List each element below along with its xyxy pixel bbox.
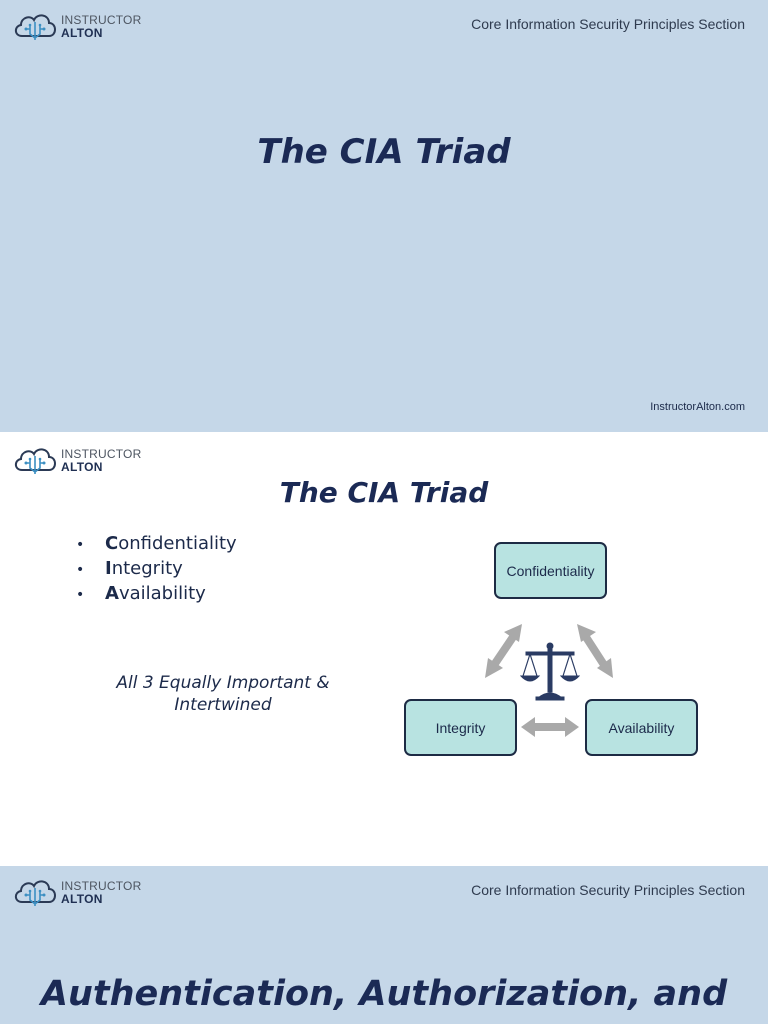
availability-box: Availability — [585, 699, 698, 756]
cloud-circuit-icon — [14, 448, 56, 474]
slide-title: The CIA Triad — [279, 476, 489, 509]
title-slide-aaa: INSTRUCTOR ALTON Core Information Securi… — [0, 866, 768, 1024]
instructor-alton-logo: INSTRUCTOR ALTON — [12, 444, 141, 478]
content-slide-cia: INSTRUCTOR ALTON The CIA Triad •Confiden… — [0, 432, 768, 866]
arrow-integrity-confidentiality — [485, 624, 522, 678]
logo-text-alton: ALTON — [61, 460, 103, 474]
cloud-circuit-icon — [14, 880, 56, 906]
logo-text-alton: ALTON — [61, 26, 103, 40]
cia-arrows — [485, 624, 613, 737]
instructor-alton-logo: INSTRUCTOR ALTON — [12, 876, 141, 910]
tagline: All 3 Equally Important & Intertwined — [116, 673, 330, 715]
instructor-alton-logo: INSTRUCTOR ALTON — [12, 10, 141, 44]
list-item: •Confidentiality — [76, 533, 237, 554]
slide-title: The CIA Triad — [257, 132, 511, 172]
logo-text-instructor: INSTRUCTOR — [61, 13, 142, 27]
section-label: Core Information Security Principles Sec… — [471, 16, 745, 32]
section-label: Core Information Security Principles Sec… — [471, 882, 745, 898]
arrow-integrity-availability — [521, 717, 579, 737]
logo-text-instructor: INSTRUCTOR — [61, 447, 142, 461]
arrow-confidentiality-availability — [577, 624, 613, 678]
logo-text-instructor: INSTRUCTOR — [61, 879, 142, 893]
slide-title: Authentication, Authorization, and — [40, 974, 728, 1014]
confidentiality-box: Confidentiality — [494, 542, 607, 599]
integrity-box: Integrity — [404, 699, 517, 756]
cia-bullet-list: •Confidentiality •Integrity •Availabilit… — [76, 532, 237, 607]
title-slide-cia: INSTRUCTOR ALTON Core Information Securi… — [0, 0, 768, 432]
cloud-circuit-icon — [14, 14, 56, 40]
list-item: •Integrity — [76, 558, 183, 579]
website-label: InstructorAlton.com — [650, 401, 745, 413]
balance-scale-icon — [520, 642, 580, 701]
list-item: •Availability — [76, 583, 206, 604]
logo-text-alton: ALTON — [61, 892, 103, 906]
